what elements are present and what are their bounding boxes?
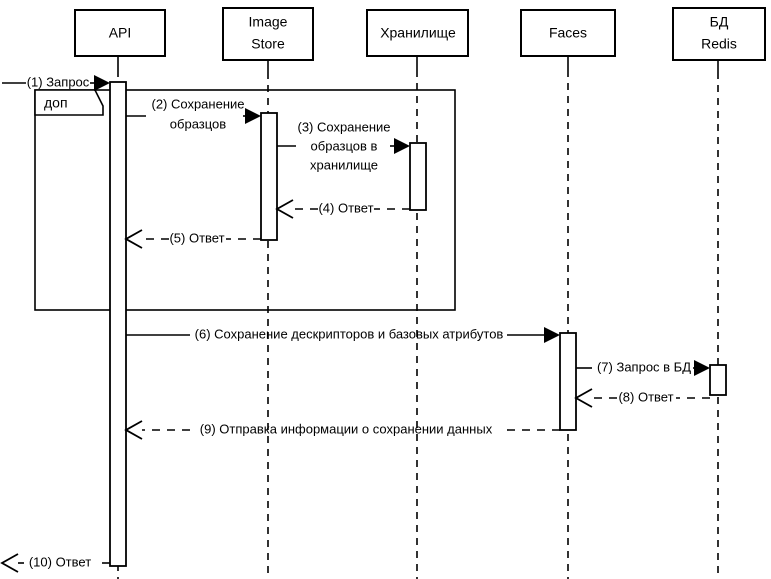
message-2-label-line1: (2) Сохранение (151, 96, 244, 111)
message-9-label: (9) Отправка информации о сохранении дан… (200, 421, 493, 436)
message-7-arrowhead (694, 360, 710, 376)
message-3-label-line2: образцов в (311, 138, 378, 153)
message-1[interactable]: (1) Запрос (2, 74, 110, 91)
participant-label-storage: Хранилище (380, 25, 456, 41)
participant-label-redis-line2: Redis (701, 36, 737, 52)
fragment-operator-label: доп (44, 95, 68, 111)
participant-image-store[interactable]: Image Store (222, 7, 314, 61)
participant-label-faces: Faces (549, 25, 587, 41)
participant-box-image-store (222, 7, 314, 61)
participant-redis[interactable]: БД Redis (672, 7, 766, 61)
message-3-label-line1: (3) Сохранение (297, 119, 390, 134)
message-8[interactable]: (8) Ответ (574, 388, 710, 408)
message-6[interactable]: (6) Сохранение дескрипторов и базовых ат… (126, 326, 560, 343)
message-8-label: (8) Ответ (618, 389, 673, 404)
message-1-arrowhead (94, 75, 110, 91)
message-3-label-line3: хранилище (310, 157, 378, 172)
message-1-label: (1) Запрос (27, 74, 90, 89)
message-5-arrowhead (124, 229, 143, 249)
message-8-arrowhead (574, 388, 593, 408)
lifelines-group (117, 56, 719, 579)
message-9[interactable]: (9) Отправка информации о сохранении дан… (124, 420, 560, 440)
message-3-arrowhead (394, 138, 410, 154)
message-2-label-line2: образцов (170, 116, 226, 131)
message-3[interactable]: (3) Сохранение образцов в хранилище (277, 119, 410, 172)
message-6-arrowhead (544, 327, 560, 343)
message-4-label: (4) Ответ (318, 200, 373, 215)
participant-label-image-store-line2: Store (251, 36, 285, 52)
message-5-label: (5) Ответ (169, 230, 224, 245)
message-4-arrowhead (275, 199, 294, 219)
activation-bar-imgstore[interactable] (260, 112, 278, 241)
fragment-operator-tab (34, 89, 104, 116)
message-10[interactable]: (10) Ответ (0, 553, 110, 573)
message-9-arrowhead (124, 420, 143, 440)
participant-box-api (74, 9, 166, 57)
participant-api[interactable]: API (74, 9, 166, 57)
participant-label-api: API (109, 25, 132, 41)
message-2-arrowhead (245, 108, 261, 124)
participant-box-storage (366, 9, 469, 57)
activations-group (109, 81, 727, 567)
participant-faces[interactable]: Faces (520, 9, 616, 57)
fragment-frame (34, 89, 456, 311)
participant-box-redis (672, 7, 766, 61)
message-2[interactable]: (2) Сохранение образцов (126, 96, 261, 131)
message-10-label: (10) Ответ (29, 554, 91, 569)
message-4[interactable]: (4) Ответ (275, 199, 410, 219)
participant-storage[interactable]: Хранилище (366, 9, 469, 57)
participant-label-redis-line1: БД (710, 14, 729, 30)
participant-label-image-store-line1: Image (249, 14, 288, 30)
activation-bar-storage[interactable] (409, 142, 427, 211)
activation-bar-redis[interactable] (709, 364, 727, 396)
message-5[interactable]: (5) Ответ (124, 229, 261, 249)
message-6-label: (6) Сохранение дескрипторов и базовых ат… (195, 326, 504, 341)
message-10-arrowhead (0, 553, 19, 573)
message-7[interactable]: (7) Запрос в БД (576, 359, 710, 376)
activation-bar-api[interactable] (109, 81, 127, 567)
activation-bar-faces[interactable] (559, 332, 577, 431)
message-7-label: (7) Запрос в БД (597, 359, 691, 374)
combined-fragment-dop[interactable]: доп (34, 89, 456, 311)
participant-box-faces (520, 9, 616, 57)
